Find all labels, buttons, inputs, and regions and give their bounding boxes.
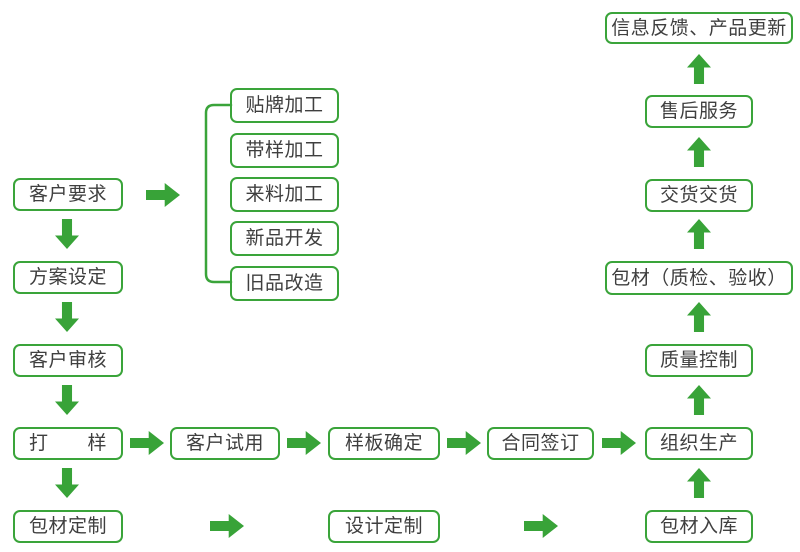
arrow-up-icon <box>687 385 711 415</box>
flow-node-delivery: 交货交货 <box>645 179 753 212</box>
arrow-right-icon <box>146 183 180 207</box>
arrow-right-icon <box>210 514 244 538</box>
flow-node-feedback-update: 信息反馈、产品更新 <box>605 12 793 44</box>
flow-node-plan-setting: 方案设定 <box>13 261 123 294</box>
flow-node-old-product-retrofit: 旧品改造 <box>230 266 339 301</box>
arrow-right-icon <box>602 431 636 455</box>
arrow-down-icon <box>55 468 79 498</box>
arrow-up-icon <box>687 137 711 167</box>
bracket-connector <box>204 103 233 284</box>
flow-node-design-custom: 设计定制 <box>328 510 440 543</box>
flow-node-after-sales: 售后服务 <box>645 95 753 128</box>
flow-node-packaging-inspection: 包材（质检、验收） <box>605 261 793 295</box>
flow-node-customer-trial: 客户试用 <box>170 427 280 460</box>
flow-node-organize-production: 组织生产 <box>645 427 753 460</box>
flow-node-material-processing: 来料加工 <box>230 177 339 212</box>
flow-node-packaging-inbound: 包材入库 <box>645 510 753 543</box>
arrow-right-icon <box>524 514 558 538</box>
arrow-right-icon <box>287 431 321 455</box>
flow-node-packaging-custom: 包材定制 <box>13 510 123 543</box>
arrow-down-icon <box>55 302 79 332</box>
flow-node-sample-processing: 带样加工 <box>230 133 339 168</box>
arrow-right-icon <box>130 431 164 455</box>
arrow-up-icon <box>687 219 711 249</box>
flow-node-quality-control: 质量控制 <box>645 344 753 377</box>
arrow-up-icon <box>687 302 711 332</box>
flow-node-contract-sign: 合同签订 <box>487 427 594 460</box>
flow-node-new-product-dev: 新品开发 <box>230 221 339 256</box>
arrow-right-icon <box>447 431 481 455</box>
flow-node-customer-review: 客户审核 <box>13 344 123 377</box>
flow-node-oem-processing: 贴牌加工 <box>230 88 339 123</box>
flow-node-customer-request: 客户要求 <box>13 178 123 211</box>
arrow-down-icon <box>55 385 79 415</box>
arrow-down-icon <box>55 219 79 249</box>
arrow-up-icon <box>687 54 711 84</box>
arrow-up-icon <box>687 468 711 498</box>
flow-node-sampling: 打 样 <box>13 427 123 460</box>
flow-node-sample-confirm: 样板确定 <box>328 427 440 460</box>
